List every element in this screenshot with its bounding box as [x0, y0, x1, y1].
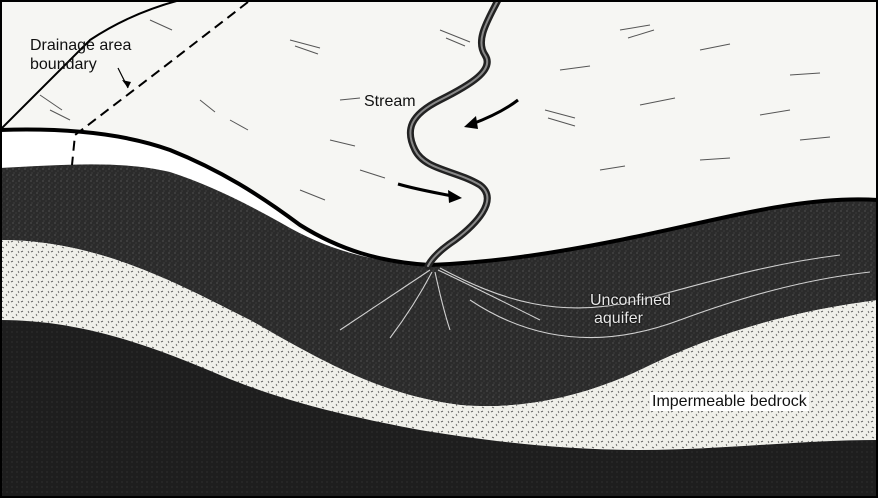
drainage-boundary-label: Drainage area boundary — [30, 36, 131, 74]
unconfined-aquifer-label: Unconfined aquifer — [590, 292, 671, 328]
stream-label: Stream — [364, 92, 416, 111]
unconfined-aquifer-label-line2: aquifer — [590, 310, 671, 328]
impermeable-bedrock-label: Impermeable bedrock — [650, 392, 809, 411]
drainage-boundary-label-line2: boundary — [30, 55, 131, 74]
drainage-boundary-label-line1: Drainage area — [30, 36, 131, 55]
unconfined-aquifer-label-line1: Unconfined — [590, 292, 671, 310]
